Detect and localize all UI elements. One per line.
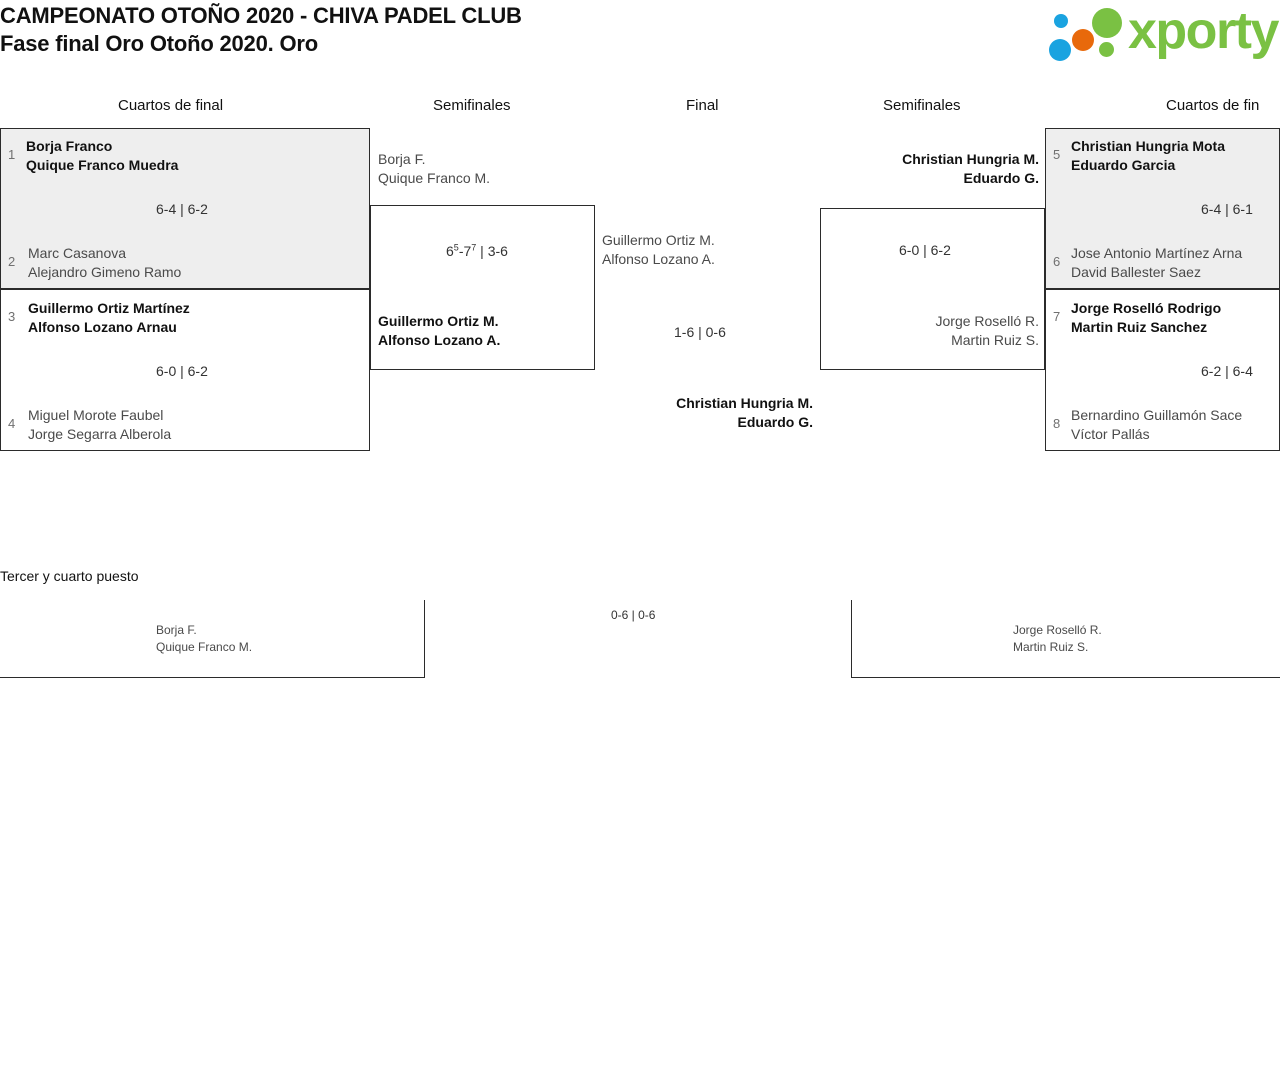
team-name-line1: Miguel Morote Faubel (28, 407, 164, 423)
seed-number: 1 (8, 147, 16, 162)
match-score: 65-77 | 3-6 (446, 243, 508, 259)
tournament-phase: Fase final Oro Otoño 2020. Oro (0, 31, 318, 56)
logo-wordmark: xporty (1128, 2, 1279, 60)
team-name-line1: Borja F. (378, 151, 426, 167)
seed-number: 8 (1053, 416, 1061, 431)
seed-number: 2 (8, 254, 16, 269)
tournament-name: CAMPEONATO OTOÑO 2020 - CHIVA PADEL CLUB (0, 3, 522, 28)
round-header-quarterfinals-right: Cuartos de fin (1166, 97, 1260, 114)
seed-number: 6 (1053, 254, 1061, 269)
team-name-line1: Marc Casanova (28, 245, 127, 261)
score-tiebreak-1: 5 (453, 242, 459, 253)
team-name-line1: Christian Hungria M. (902, 151, 1039, 167)
logo-dot-orange-icon (1072, 29, 1094, 51)
match-score: 6-4 | 6-2 (156, 201, 208, 217)
logo-dot-blue-large-icon (1049, 39, 1071, 61)
seed-number: 7 (1053, 309, 1061, 324)
team-name-line1: Guillermo Ortiz M. (602, 232, 715, 248)
match-semifinal-left[interactable] (370, 205, 595, 370)
team-name-line1: Jose Antonio Martínez Arna (1071, 245, 1243, 261)
seed-number: 4 (8, 416, 16, 431)
team-name-line2: David Ballester Saez (1071, 264, 1201, 280)
team-name-line1: Jorge Roselló R. (1013, 623, 1102, 637)
team-name-line2: Eduardo G. (963, 170, 1039, 186)
page-title: CAMPEONATO OTOÑO 2020 - CHIVA PADEL CLUB… (0, 2, 522, 58)
match-score: 6-0 | 6-2 (156, 363, 208, 379)
team-name-line1: Christian Hungria Mota (1071, 138, 1226, 154)
match-quarterfinal-2[interactable] (0, 289, 370, 451)
round-header-semifinals-right: Semifinales (883, 97, 961, 114)
team-name-line1: Jorge Roselló Rodrigo (1071, 300, 1222, 316)
team-name-line1: Bernardino Guillamón Sace (1071, 407, 1243, 423)
third-place-title: Tercer y cuarto puesto (0, 568, 139, 584)
seed-number: 5 (1053, 147, 1061, 162)
page-header: CAMPEONATO OTOÑO 2020 - CHIVA PADEL CLUB… (0, 0, 1280, 72)
third-place-score: 0-6 | 0-6 (611, 608, 656, 622)
team-name-line1: Borja F. (156, 623, 197, 637)
team-name-line2: Martin Ruiz S. (951, 332, 1039, 348)
score-games-1: 6 (446, 243, 454, 259)
team-name-line1: Guillermo Ortiz M. (378, 313, 499, 329)
team-name-line2: Martin Ruiz S. (1013, 640, 1089, 654)
logo-dot-green-large-icon (1092, 8, 1122, 38)
third-place-left-box[interactable] (0, 600, 425, 678)
xporty-logo[interactable]: xporty (1046, 2, 1279, 62)
team-name-line2: Alfonso Lozano A. (602, 251, 715, 267)
team-name-line2: Eduardo G. (737, 414, 813, 430)
score-set2: | 3-6 (476, 243, 508, 259)
team-name-line2: Martin Ruiz Sanchez (1071, 319, 1208, 335)
team-name-line2: Alfonso Lozano Arnau (28, 319, 177, 335)
round-header-quarterfinals-left: Cuartos de final (118, 97, 224, 114)
team-name-line2: Víctor Pallás (1071, 426, 1150, 442)
score-tiebreak-2: 7 (471, 242, 477, 253)
match-semifinal-right[interactable] (820, 208, 1045, 370)
team-name-line2: Quique Franco M. (378, 170, 491, 186)
logo-dots-icon (1046, 4, 1132, 62)
seed-number: 3 (8, 309, 16, 324)
team-name-line1: Borja Franco (26, 138, 113, 154)
match-score: 6-0 | 6-2 (899, 242, 951, 258)
score-games-2: -7 (458, 243, 472, 259)
team-name-line2: Quique Franco Muedra (26, 157, 179, 173)
team-name-line2: Eduardo Garcia (1071, 157, 1176, 173)
match-quarterfinal-1[interactable] (0, 128, 370, 289)
match-score: 1-6 | 0-6 (674, 324, 726, 340)
team-name-line2: Alejandro Gimeno Ramo (28, 264, 182, 280)
team-name-line2: Alfonso Lozano A. (378, 332, 501, 348)
round-header-semifinals-left: Semifinales (433, 97, 511, 114)
logo-dot-green-small-icon (1099, 42, 1114, 57)
third-place-right-box[interactable] (851, 600, 1280, 678)
round-header-final: Final (686, 97, 719, 114)
team-name-line2: Quique Franco M. (156, 640, 253, 654)
match-score: 6-2 | 6-4 (1201, 363, 1253, 379)
team-name-line1: Guillermo Ortiz Martínez (28, 300, 190, 316)
logo-dot-blue-small-icon (1054, 14, 1068, 28)
team-name-line2: Jorge Segarra Alberola (28, 426, 172, 442)
team-name-line1: Jorge Roselló R. (935, 313, 1040, 329)
team-name-line1: Christian Hungria M. (676, 395, 813, 411)
match-score: 6-4 | 6-1 (1201, 201, 1253, 217)
